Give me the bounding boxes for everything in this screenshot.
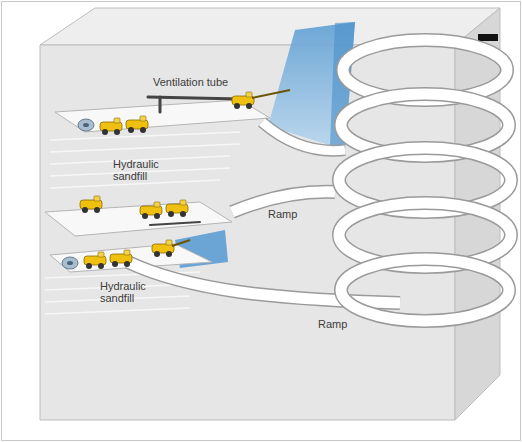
mining-machines-part bbox=[84, 252, 106, 269]
ventilation-tube bbox=[148, 97, 240, 225]
sandfill-strata-part bbox=[50, 132, 240, 140]
mining-machines-part bbox=[166, 200, 188, 217]
mining-machines-part bbox=[252, 90, 290, 98]
mining-machines-part bbox=[140, 202, 162, 219]
part-label: Hydraulic sandfill bbox=[100, 280, 158, 304]
ventilation-tube-part bbox=[159, 97, 162, 112]
part-label: Ramp bbox=[268, 208, 318, 220]
sandfill-strata-part bbox=[50, 144, 240, 152]
ventilation-tube-part bbox=[150, 222, 200, 225]
spiral-ramp-part bbox=[341, 259, 509, 321]
spiral-ramp bbox=[128, 40, 511, 321]
mining-machines-part bbox=[100, 118, 122, 135]
stope-levels bbox=[45, 100, 270, 272]
mining-machines bbox=[62, 90, 290, 269]
part-label: Hydraulic sandfill bbox=[113, 158, 171, 182]
part-label: Ventilation tube bbox=[153, 76, 263, 88]
mining-machines-part bbox=[152, 240, 174, 257]
rock-block-part bbox=[478, 34, 498, 41]
sandfill-strata-part bbox=[45, 308, 190, 314]
spiral-ramp-part bbox=[262, 122, 345, 151]
mining-machines-part bbox=[78, 119, 94, 131]
mining-machines-part bbox=[80, 196, 102, 213]
mining-machines-part bbox=[126, 116, 148, 133]
part-label: Ramp bbox=[318, 318, 368, 330]
mining-machines-part bbox=[110, 250, 132, 267]
spiral-ramp-part bbox=[262, 122, 345, 151]
mining-machines-part bbox=[62, 257, 78, 269]
mining-machines-part bbox=[232, 92, 254, 109]
spiral-ramp-part bbox=[341, 259, 509, 321]
mining-machines-part bbox=[172, 240, 190, 246]
ventilation-tube-part bbox=[148, 97, 240, 99]
stope-levels-part bbox=[45, 202, 232, 236]
